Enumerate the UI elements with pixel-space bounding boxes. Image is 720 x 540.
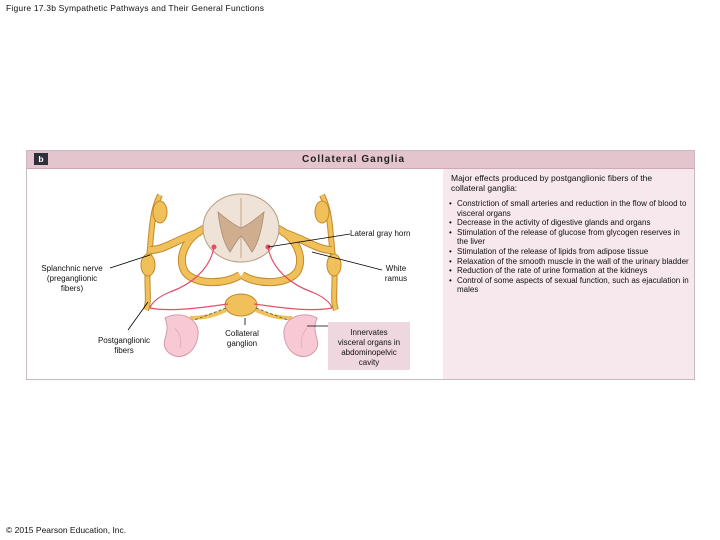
collateral-ganglion-label: Collateral ganglion xyxy=(213,329,271,349)
white-ramus-label: White ramus xyxy=(376,264,416,284)
label-line: White xyxy=(385,264,407,273)
label-line: fibers) xyxy=(60,284,84,293)
label-line: Collateral xyxy=(225,329,259,338)
effects-box: Major effects produced by postganglionic… xyxy=(443,169,694,379)
label-line: (preganglionic xyxy=(46,274,98,283)
label-line: Innervates xyxy=(350,328,388,337)
effect-item: Stimulation of the release of glucose fr… xyxy=(449,228,689,247)
chain-ganglia xyxy=(140,200,342,277)
spinal-nerves xyxy=(149,222,333,286)
label-line: visceral organs in xyxy=(337,338,401,347)
collateral-ganglion xyxy=(189,293,293,320)
spinal-cord xyxy=(202,193,280,263)
splanchnic-nerve-label: Splanchnic nerve (preganglionic fibers) xyxy=(32,264,112,294)
effect-item: Constriction of small arteries and reduc… xyxy=(449,199,689,218)
label-line: fibers xyxy=(114,346,134,355)
effect-item: Control of some aspects of sexual functi… xyxy=(449,276,689,295)
label-line: Splanchnic nerve xyxy=(41,264,103,273)
label-line: ramus xyxy=(384,274,408,283)
figure-title: Figure 17.3b Sympathetic Pathways and Th… xyxy=(6,3,265,13)
label-line: ganglion xyxy=(226,339,258,348)
leader-lines xyxy=(109,233,383,331)
copyright-notice: © 2015 Pearson Education, Inc. xyxy=(6,525,127,535)
visceral-organ-left xyxy=(163,314,199,357)
label-line: abdominopelvic xyxy=(341,348,397,357)
effect-item: Reduction of the rate of urine formation… xyxy=(449,266,689,276)
label-line: Postganglionic xyxy=(97,336,151,345)
innervates-label: Innervates visceral organs in abdominope… xyxy=(328,322,410,370)
preganglionic-fibers xyxy=(149,246,333,311)
label-line: cavity xyxy=(358,358,380,367)
lateral-gray-horn-label: Lateral gray horn xyxy=(350,229,411,238)
effect-item: Decrease in the activity of digestive gl… xyxy=(449,218,689,228)
effect-item: Relaxation of the smooth muscle in the w… xyxy=(449,257,689,267)
visceral-organ-right xyxy=(283,314,319,357)
panel-badge: b xyxy=(34,153,48,165)
postganglionic-fibers-label: Postganglionic fibers xyxy=(86,336,162,356)
panel-header: b Collateral Ganglia xyxy=(27,151,694,169)
panel-title: Collateral Ganglia xyxy=(302,154,406,165)
effects-heading: Major effects produced by postganglionic… xyxy=(451,173,653,193)
effect-item: Stimulation of the release of lipids fro… xyxy=(449,247,689,257)
effects-list: Constriction of small arteries and reduc… xyxy=(449,199,689,295)
